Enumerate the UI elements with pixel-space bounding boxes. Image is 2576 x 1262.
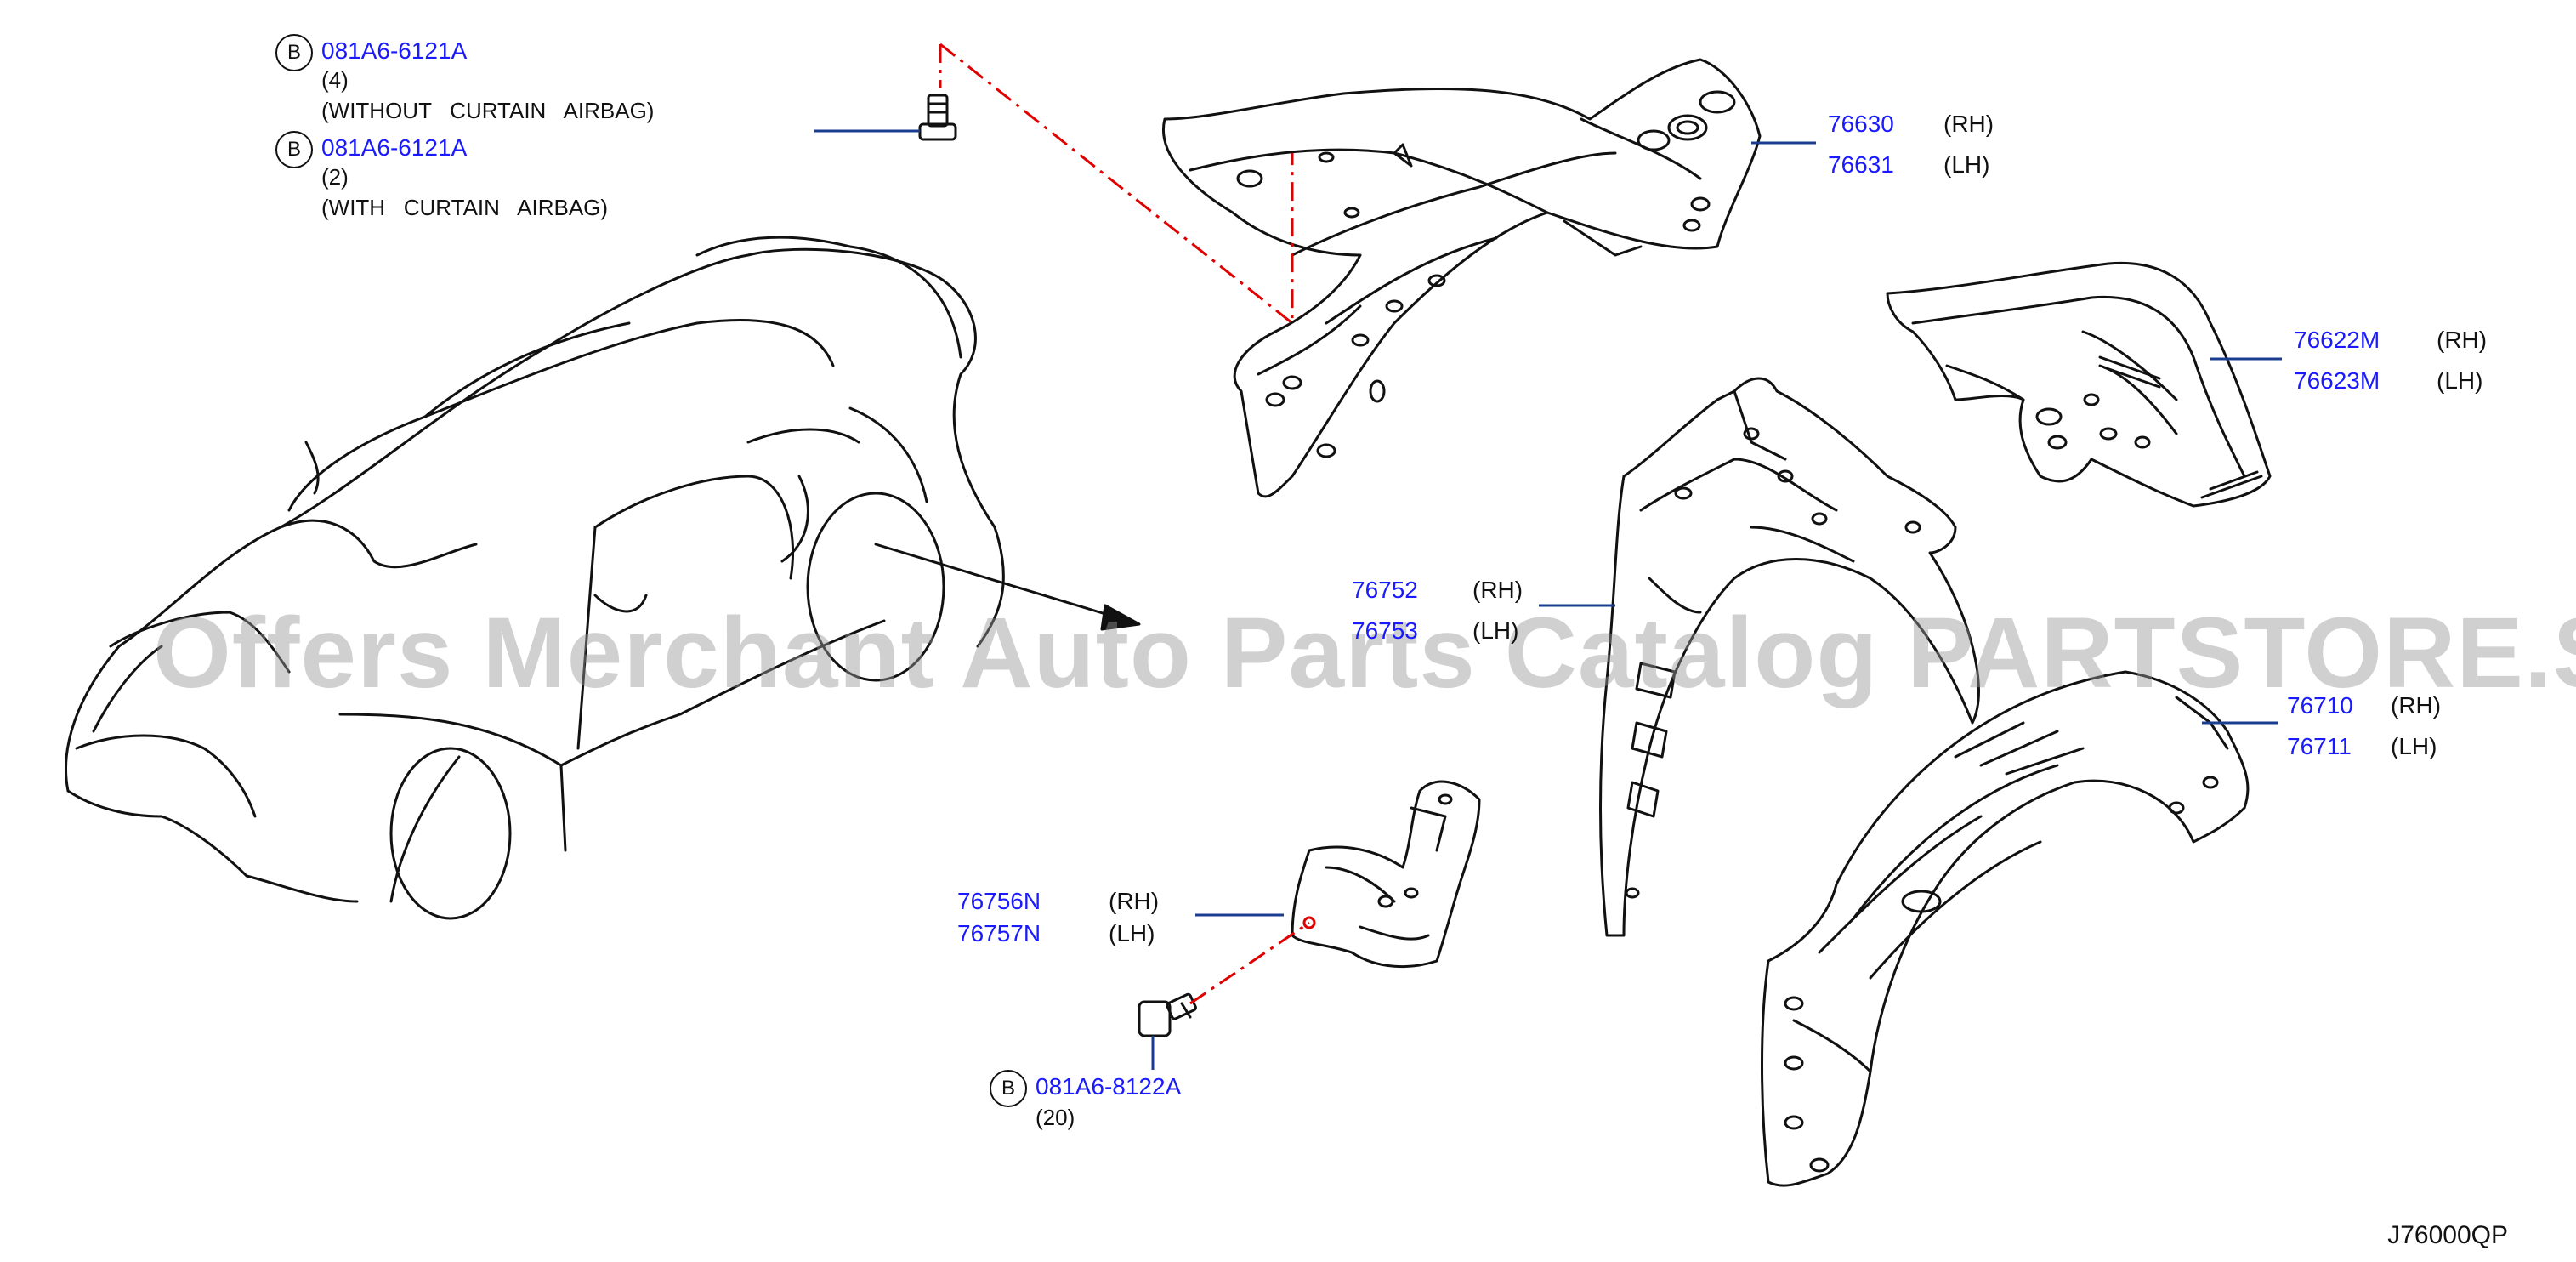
part-number-76753[interactable]: 76753 xyxy=(1352,617,1418,644)
part-76752-drawing xyxy=(1599,377,1980,937)
part-76630-drawing xyxy=(1162,58,1762,498)
callout-arrow xyxy=(874,543,1141,631)
side-label: (LH) xyxy=(1109,920,1155,946)
side-label: (LH) xyxy=(2437,367,2483,394)
install-guide-lines xyxy=(939,43,1310,1005)
part-number-76756N[interactable]: 76756N xyxy=(957,888,1041,914)
side-label: (RH) xyxy=(2391,692,2442,719)
diagram-code: J76000QP xyxy=(2387,1221,2508,1249)
side-label: (LH) xyxy=(1943,151,1990,178)
side-label: (LH) xyxy=(2391,733,2437,759)
part-number-76631[interactable]: 76631 xyxy=(1828,151,1894,178)
bolt-top xyxy=(918,94,957,141)
ref-badge-b: B xyxy=(990,1070,1027,1107)
fastener-note: (WITHOUT CURTAIN AIRBAG) xyxy=(321,98,655,123)
part-number-76752[interactable]: 76752 xyxy=(1352,577,1418,603)
fastener-quantity: (2) xyxy=(321,164,349,190)
ref-badge-b: B xyxy=(275,34,313,71)
car-body-outline xyxy=(65,236,1005,920)
fastener-part-number[interactable]: 081A6-8122A xyxy=(1036,1073,1182,1100)
fastener-quantity: (4) xyxy=(321,67,349,93)
fastener-part-number[interactable]: 081A6-6121A xyxy=(321,134,468,161)
side-label: (RH) xyxy=(1472,577,1523,603)
part-76756N-drawing xyxy=(1291,780,1481,968)
leader-lines xyxy=(814,129,2282,1070)
side-label: (RH) xyxy=(1943,111,1994,137)
part-number-76711[interactable]: 76711 xyxy=(2287,733,2352,759)
part-number-76630[interactable]: 76630 xyxy=(1828,111,1894,137)
side-label: (RH) xyxy=(2437,327,2488,353)
ref-badge-b: B xyxy=(275,131,313,168)
part-number-76710[interactable]: 76710 xyxy=(2287,692,2353,719)
fastener-note: (WITH CURTAIN AIRBAG) xyxy=(321,195,609,220)
side-label: (RH) xyxy=(1109,888,1160,914)
part-76710-drawing xyxy=(1761,670,2250,1187)
fastener-part-number[interactable]: 081A6-6121A xyxy=(321,37,468,64)
fastener-quantity: (20) xyxy=(1036,1105,1075,1130)
part-number-76622M[interactable]: 76622M xyxy=(2294,327,2380,353)
watermark: Offers Merchant Auto Parts Catalog PARTS… xyxy=(153,597,2576,709)
side-label: (LH) xyxy=(1472,617,1519,644)
part-number-76757N[interactable]: 76757N xyxy=(957,920,1041,946)
part-number-76623M[interactable]: 76623M xyxy=(2294,367,2380,394)
bolt-bottom xyxy=(1138,992,1197,1037)
part-76622M-drawing xyxy=(1886,261,2272,508)
